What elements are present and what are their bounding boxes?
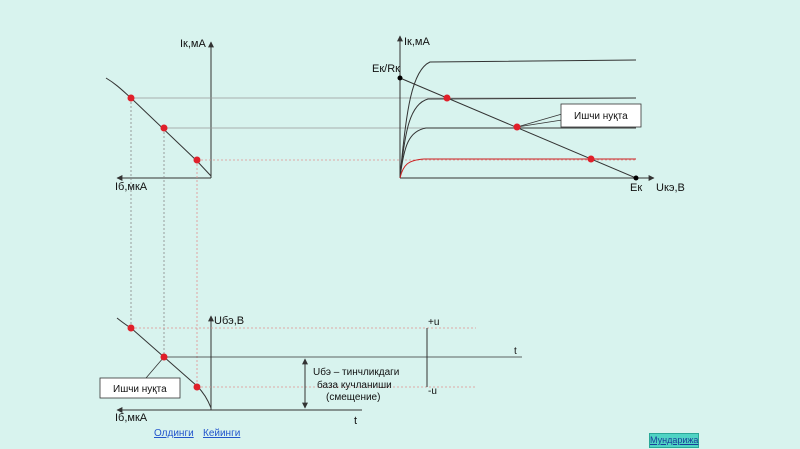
load-line-x-intercept-label: Eк <box>630 182 642 194</box>
point-top-left-2 <box>160 124 168 132</box>
point-bottom-3 <box>193 383 201 391</box>
operating-points <box>127 94 595 391</box>
table-of-contents-button[interactable]: Мундарижа <box>649 433 699 448</box>
bottom-x-axis-label: Iб,мкА <box>115 412 148 424</box>
output-curve-3 <box>399 127 636 179</box>
input-characteristic-bottom: Uбэ,B Iб,мкА t <box>115 315 362 427</box>
operating-point-callout-bottom: Ишчи нуқта <box>99 356 181 399</box>
load-line-y-intercept-label: Eк/Rк <box>372 63 400 75</box>
operating-point-callout-bottom-label: Ишчи нуқта <box>113 384 167 395</box>
bias-dimension: Uбэ – тинчликдаги база кучланиши (смещен… <box>302 358 399 409</box>
time-axis-signal-label: t <box>514 346 517 357</box>
horizontal-projections-top <box>131 97 636 161</box>
top-right-y-axis-label: Iк,мА <box>404 36 430 48</box>
point-load-1 <box>443 94 451 102</box>
point-top-left-3 <box>193 156 201 164</box>
time-axis-bottom-label: t <box>354 415 357 427</box>
load-line-x-intercept <box>633 175 639 181</box>
plus-u-label: +u <box>428 317 439 328</box>
point-top-left-1 <box>127 94 135 102</box>
output-curve-2 <box>399 97 637 179</box>
top-left-y-axis-label: Iк,мА <box>180 38 206 50</box>
operating-point-callout-top-label: Ишчи нуқта <box>574 111 628 122</box>
vertical-projections <box>130 98 198 386</box>
operating-point-callout-top: Ишчи нуқта <box>516 103 642 128</box>
next-link[interactable]: Кейинги <box>203 428 241 439</box>
load-line-y-intercept <box>397 75 403 81</box>
output-curve-4 <box>399 158 636 179</box>
signal-amplitude-axis: +u -u <box>426 317 439 397</box>
minus-u-label: -u <box>428 386 437 397</box>
previous-link[interactable]: Олдинги <box>154 428 194 439</box>
bottom-y-axis-label: Uбэ,B <box>214 315 244 327</box>
point-load-2 <box>513 123 521 131</box>
top-right-x-axis-label: Uкэ,B <box>656 182 685 194</box>
point-bottom-1 <box>127 324 135 332</box>
input-characteristic-top: Iк,мА Iб,мкА <box>105 38 214 193</box>
point-load-3 <box>587 155 595 163</box>
output-curve-1 <box>399 59 637 179</box>
bias-note-line2: база кучланиши <box>317 379 392 391</box>
bias-note-line1: Uбэ – тинчликдаги <box>313 366 399 378</box>
bias-note-line3: (смещение) <box>326 392 380 403</box>
point-bottom-2 <box>160 353 168 361</box>
horizontal-projections-bottom <box>131 327 476 388</box>
